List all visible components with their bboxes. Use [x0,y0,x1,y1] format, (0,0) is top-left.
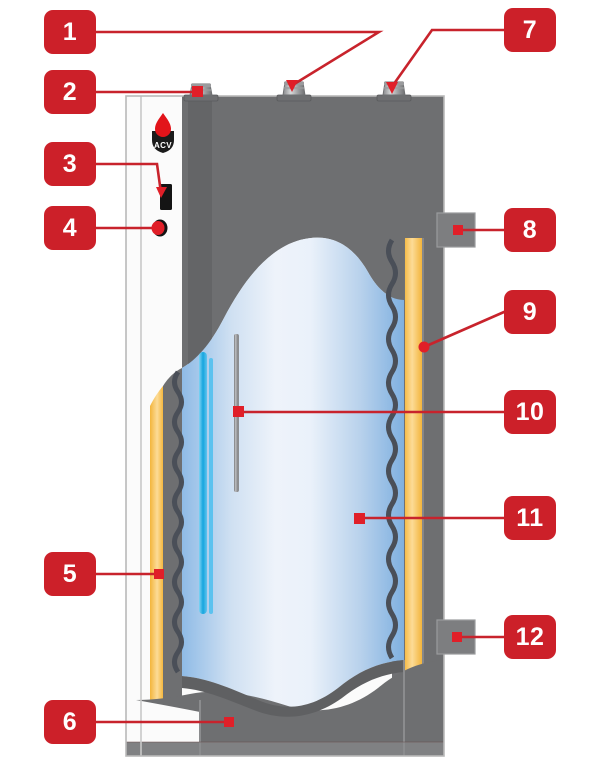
callout-badge-4[interactable]: 4 [44,206,96,250]
leader-lines [94,28,506,724]
leader-3 [94,162,163,195]
marker-3 [156,187,167,198]
marker-4 [151,221,165,235]
callout-badge-1[interactable]: 1 [44,10,96,54]
marker-1 [286,80,298,92]
leader-9 [422,310,506,349]
leader-markers [151,80,463,727]
callout-badge-3[interactable]: 3 [44,142,96,186]
callout-badge-7[interactable]: 7 [504,8,556,52]
enamel-coating-right [386,238,398,660]
marker-6 [224,717,234,727]
callout-badge-2[interactable]: 2 [44,70,96,114]
leader-1 [94,30,384,88]
marker-7 [386,82,398,94]
acv-logo: ACV [152,113,174,153]
outer-casing-right [424,96,444,756]
svg-text:ACV: ACV [154,141,172,150]
insulation-left [150,386,163,700]
tank-lower-shade [182,660,404,717]
callout-badge-11[interactable]: 11 [504,496,556,540]
dip-tube [199,352,213,614]
callout-badge-9[interactable]: 9 [504,290,556,334]
marker-12 [452,632,462,642]
callout-badge-8[interactable]: 8 [504,208,556,252]
marker-2 [192,86,203,97]
marker-5 [154,569,164,579]
tank-assembly [126,96,444,756]
insulation-right [404,238,422,678]
callout-badge-10[interactable]: 10 [504,390,556,434]
casing-left-inner [136,406,150,700]
callout-badge-6[interactable]: 6 [44,700,96,744]
leader-7 [389,28,506,90]
marker-8 [453,225,463,235]
callout-badge-5[interactable]: 5 [44,552,96,596]
enamel-coating-left [172,370,184,674]
tank-body-upper-shade [188,96,212,368]
tank-body-upper-grey [182,96,424,368]
marker-9 [418,341,430,353]
callout-badge-12[interactable]: 12 [504,615,556,659]
base-plinth [126,742,444,756]
marker-11 [354,513,365,524]
marker-10 [233,406,244,417]
top-nozzles [183,81,412,102]
